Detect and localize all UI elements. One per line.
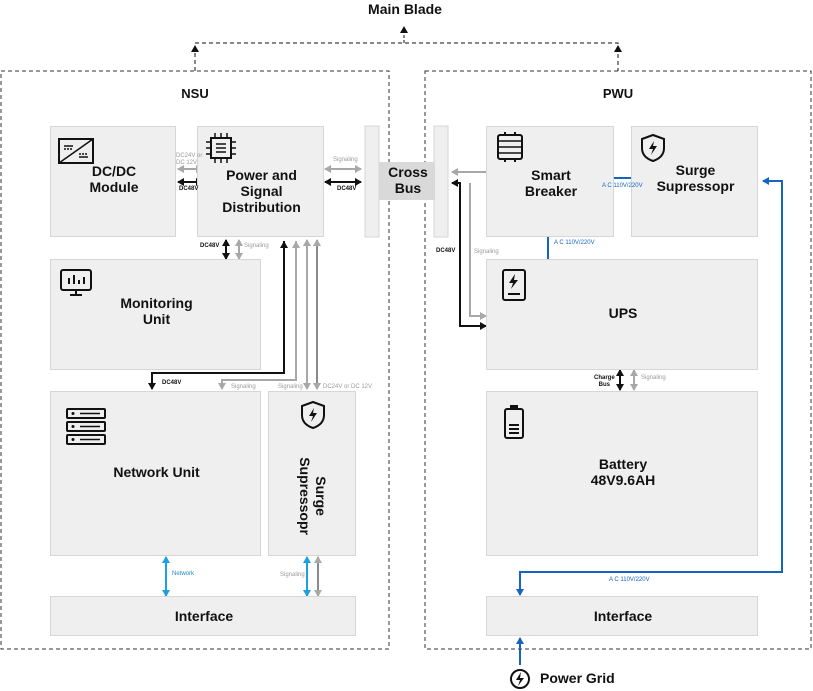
nsu-label: NSU bbox=[181, 86, 209, 101]
diagram-title: Main Blade bbox=[368, 1, 442, 17]
power-grid-label: Power Grid bbox=[540, 670, 615, 686]
surge-suppressor-nsu-label: Surge Supressopr bbox=[297, 457, 330, 535]
monitoring-unit-label: Monitoring Unit bbox=[120, 295, 193, 328]
network-unit-label: Network Unit bbox=[113, 464, 200, 480]
interface-nsu-label: Interface bbox=[174, 608, 234, 624]
battery-label: Battery 48V9.6AH bbox=[590, 456, 656, 489]
main-blade-link bbox=[194, 42, 619, 71]
ups-block: UPS bbox=[486, 259, 758, 370]
shield-bolt-icon bbox=[641, 133, 665, 163]
surge-suppressor-pwu-block: Surge Supressopr bbox=[631, 126, 758, 237]
interface-nsu-block: Interface bbox=[50, 596, 356, 636]
dc48v-label-dcdc: DC48V bbox=[179, 186, 199, 192]
monitoring-unit-block: Monitoring Unit bbox=[50, 259, 261, 370]
ac-label-grid-loop: A C 110V/220V bbox=[609, 577, 650, 583]
signaling-label-interface: Signaling bbox=[280, 572, 305, 578]
surge-suppressor-nsu-block: Surge Supressopr bbox=[268, 391, 356, 556]
dc48v-label-psd: DC48V bbox=[337, 186, 357, 192]
signaling-label-network: Signaling bbox=[231, 384, 256, 390]
power-signal-distribution-block: Power and Signal Distribution bbox=[197, 126, 324, 237]
network-unit-block: Network Unit bbox=[50, 391, 261, 556]
interface-pwu-block: Interface bbox=[486, 596, 758, 636]
dc24-or-dc12-label: DC24V or DC 12V bbox=[323, 384, 373, 390]
ac-label-breaker-surge: A C 110V/220V bbox=[602, 183, 643, 189]
network-link-label: Network bbox=[172, 571, 195, 577]
cross-bus-block: Cross Bus bbox=[379, 162, 435, 200]
breaker-icon bbox=[497, 132, 523, 162]
ups-device-icon bbox=[502, 269, 526, 301]
dc48v-label-pwu: DC48V bbox=[436, 248, 456, 254]
pwu-label: PWU bbox=[602, 86, 634, 101]
signaling-label-pwu: Signaling bbox=[474, 249, 499, 255]
dcdc-module-label: DC/DC Module bbox=[89, 163, 139, 196]
signaling-label-battery: Signaling bbox=[641, 375, 666, 381]
interface-pwu-label: Interface bbox=[593, 608, 653, 624]
signaling-label-psd: Signaling bbox=[333, 157, 358, 163]
ac-label-breaker-ups: A C 110V/220V bbox=[554, 240, 595, 246]
signaling-label-surge: Signaling bbox=[278, 384, 303, 390]
dc48v-label-mon: DC48V bbox=[200, 243, 220, 249]
dc24-dc12-label: DC24V or DC 12V bbox=[176, 153, 203, 166]
power-signal-distribution-label: Power and Signal Distribution bbox=[222, 167, 301, 216]
smart-breaker-label: Smart Breaker bbox=[524, 167, 578, 200]
battery-block: Battery 48V9.6AH bbox=[486, 391, 758, 556]
monitor-chart-icon bbox=[60, 269, 92, 296]
ac-loop-blue bbox=[519, 177, 783, 594]
server-rack-icon bbox=[66, 408, 106, 445]
power-grid-icon bbox=[510, 669, 530, 689]
dcdc-module-block: DC/DC Module bbox=[50, 126, 176, 237]
surge-suppressor-pwu-label: Surge Supressopr bbox=[656, 162, 735, 195]
shield-bolt-icon bbox=[301, 400, 325, 430]
nsu-bus-bar bbox=[364, 125, 380, 238]
smart-breaker-block: Smart Breaker bbox=[486, 126, 614, 237]
dc48v-label-network: DC48V bbox=[162, 380, 182, 386]
pwu-bus-bar bbox=[433, 125, 449, 238]
psd-network-gray bbox=[218, 241, 297, 390]
charge-bus-label: Charge Bus bbox=[594, 375, 615, 388]
bus-ups-gray bbox=[469, 183, 487, 320]
signaling-label-mon: Signaling bbox=[244, 243, 269, 249]
battery-icon bbox=[504, 405, 524, 439]
chip-icon bbox=[206, 133, 236, 163]
dcdc-converter-icon bbox=[58, 138, 94, 164]
psd-network-black bbox=[148, 241, 285, 390]
cross-bus-label: Cross Bus bbox=[388, 164, 428, 197]
ups-label: UPS bbox=[608, 305, 638, 321]
